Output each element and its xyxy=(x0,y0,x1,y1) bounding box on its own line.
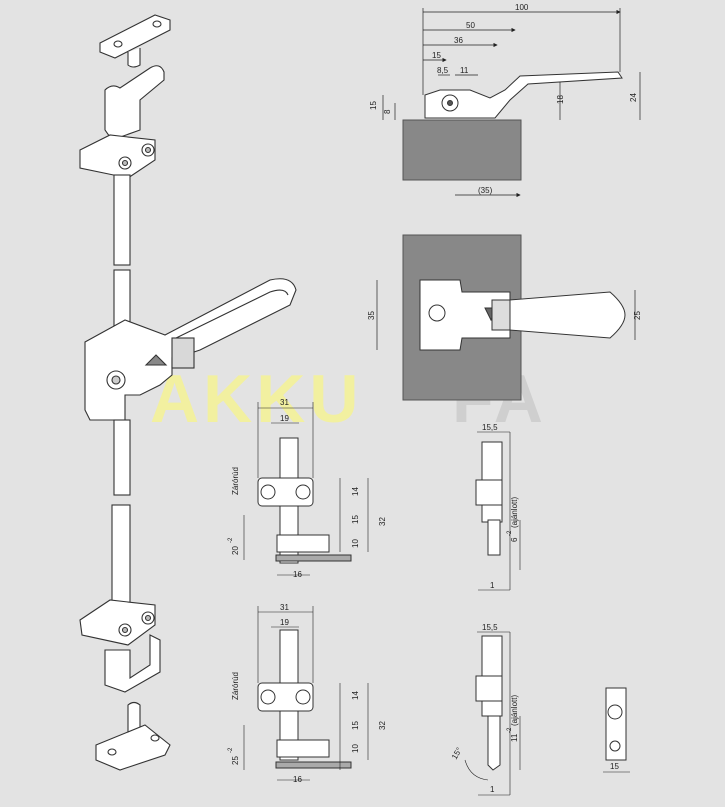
side-view-dim-lines xyxy=(382,8,641,198)
dim-25-b: 25 xyxy=(231,756,240,765)
main-handle-body xyxy=(84,278,297,421)
dim-15-b: 15 xyxy=(351,721,360,730)
dim-tol-a: -2 xyxy=(228,537,234,543)
detail-b-dimensions: Zárórúd 31 19 14 15 32 10 25 -2 16 xyxy=(228,603,387,784)
rod-lock-exploded-view xyxy=(79,14,297,771)
dim-tol-side-a: -2 xyxy=(507,530,513,536)
dim-1-b: 1 xyxy=(490,785,495,794)
dim-14-b: 14 xyxy=(351,691,360,700)
middle-rod xyxy=(113,419,131,496)
top-rod-guide xyxy=(79,65,165,179)
bottom-rod-guide xyxy=(79,599,161,693)
side-a-dimensions: 15,5 6 -2 (ajánlott) 1 xyxy=(482,423,519,590)
dim-tol-b: -2 xyxy=(228,747,234,753)
dim-20-a: 20 xyxy=(231,546,240,555)
dim-35-paren: (35) xyxy=(478,186,493,195)
dim-11: 11 xyxy=(460,66,469,75)
dim-50: 50 xyxy=(466,21,475,30)
detail-a-label: Zárórúd xyxy=(231,467,240,495)
end-view-drawing xyxy=(603,687,630,773)
dim-15-5-b: 15,5 xyxy=(482,623,498,632)
door-panel xyxy=(402,119,522,181)
dim-14-a: 14 xyxy=(351,487,360,496)
dim-15-end: 15 xyxy=(610,762,619,771)
dim-angle-b: 15° xyxy=(450,746,464,761)
dim-15-a: 15 xyxy=(351,515,360,524)
side-b-drawing xyxy=(464,631,521,796)
detail-a-drawing xyxy=(243,402,369,576)
dim-15-top: 15 xyxy=(432,51,441,60)
dim-15-5-a: 15,5 xyxy=(482,423,498,432)
bottom-strike-plate xyxy=(95,701,171,771)
handle-side-profile xyxy=(424,71,623,119)
handle-plan-profile xyxy=(419,279,626,351)
dim-25: 25 xyxy=(633,311,642,320)
dim-32-b: 32 xyxy=(378,721,387,730)
plan-view-dimensions: 35 25 xyxy=(367,311,642,320)
dim-35: 35 xyxy=(367,311,376,320)
dim-36: 36 xyxy=(454,36,463,45)
detail-b-label: Zárórúd xyxy=(231,672,240,700)
plan-view-dim-lines xyxy=(376,280,636,350)
dim-16-a: 16 xyxy=(293,570,302,579)
dim-15-side: 15 xyxy=(369,101,378,110)
dim-11-b: 11 xyxy=(510,733,519,742)
dim-tol-side-b: -2 xyxy=(507,727,513,733)
dim-overall-length: 100 xyxy=(515,3,529,12)
dim-31-b: 31 xyxy=(280,603,289,612)
plan-view-drawing xyxy=(376,234,636,401)
dim-6-a: 6 xyxy=(510,537,519,542)
dim-32-a: 32 xyxy=(378,517,387,526)
lower-rod xyxy=(111,504,131,606)
detail-b-drawing xyxy=(243,606,369,781)
dim-1-a: 1 xyxy=(490,581,495,590)
top-strike-plate xyxy=(99,14,171,68)
end-view-dimensions: 15 xyxy=(610,762,619,771)
detail-a-dimensions: Zárórúd 31 19 14 15 32 10 20 -2 16 xyxy=(228,398,387,579)
dim-18: 18 xyxy=(556,95,565,104)
dim-10-b: 10 xyxy=(351,744,360,753)
dim-19-b: 19 xyxy=(280,618,289,627)
side-b-note: (ajánlott) xyxy=(510,695,519,726)
upper-rod xyxy=(113,174,131,266)
dim-31-a: 31 xyxy=(280,398,289,407)
dim-24: 24 xyxy=(629,93,638,102)
dim-8-5: 8,5 xyxy=(437,66,449,75)
side-view-drawing xyxy=(382,8,641,198)
dim-10-a: 10 xyxy=(351,539,360,548)
side-view-dimensions: 100 50 36 15 8,5 11 15 8 18 24 (35) xyxy=(369,3,638,195)
watermark-part1: AKKU xyxy=(150,361,362,437)
dim-16-b: 16 xyxy=(293,775,302,784)
dim-19-a: 19 xyxy=(280,414,289,423)
side-a-note: (ajánlott) xyxy=(510,497,519,528)
side-a-drawing xyxy=(475,431,521,591)
dim-8: 8 xyxy=(383,109,392,114)
